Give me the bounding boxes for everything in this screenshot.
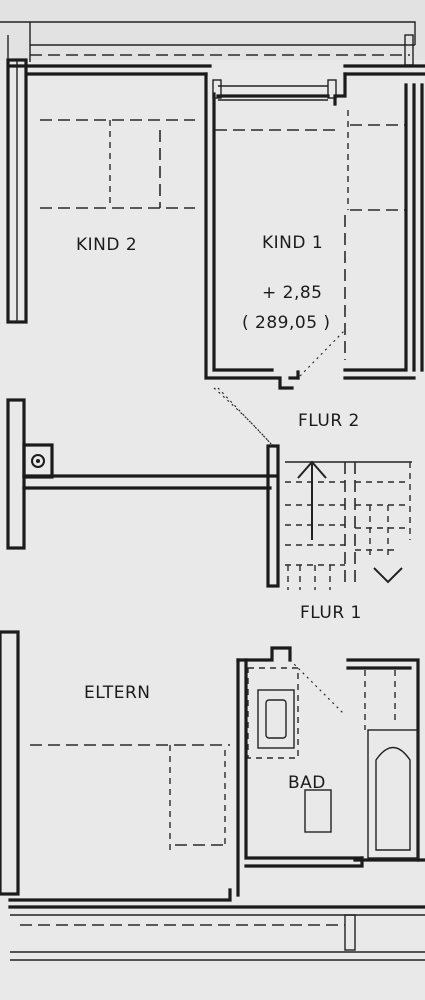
kind1-level-label: ( 289,05 ) — [242, 313, 331, 333]
top-balcony — [0, 21, 416, 66]
flur1-label: FLUR 1 — [300, 603, 362, 623]
staircase — [285, 460, 412, 590]
kind1-height-label: + 2,85 — [262, 283, 323, 303]
eltern-label: ELTERN — [84, 683, 151, 703]
bath-fixtures — [247, 659, 419, 859]
kind2-label: KIND 2 — [76, 235, 137, 255]
bad-label: BAD — [288, 773, 326, 793]
furniture — [30, 110, 405, 850]
flur2-label: FLUR 2 — [298, 411, 360, 431]
kind1-label: KIND 1 — [262, 233, 323, 253]
kind1-walls — [204, 72, 416, 449]
interior-walls — [22, 443, 425, 897]
exterior-walls — [0, 58, 425, 961]
